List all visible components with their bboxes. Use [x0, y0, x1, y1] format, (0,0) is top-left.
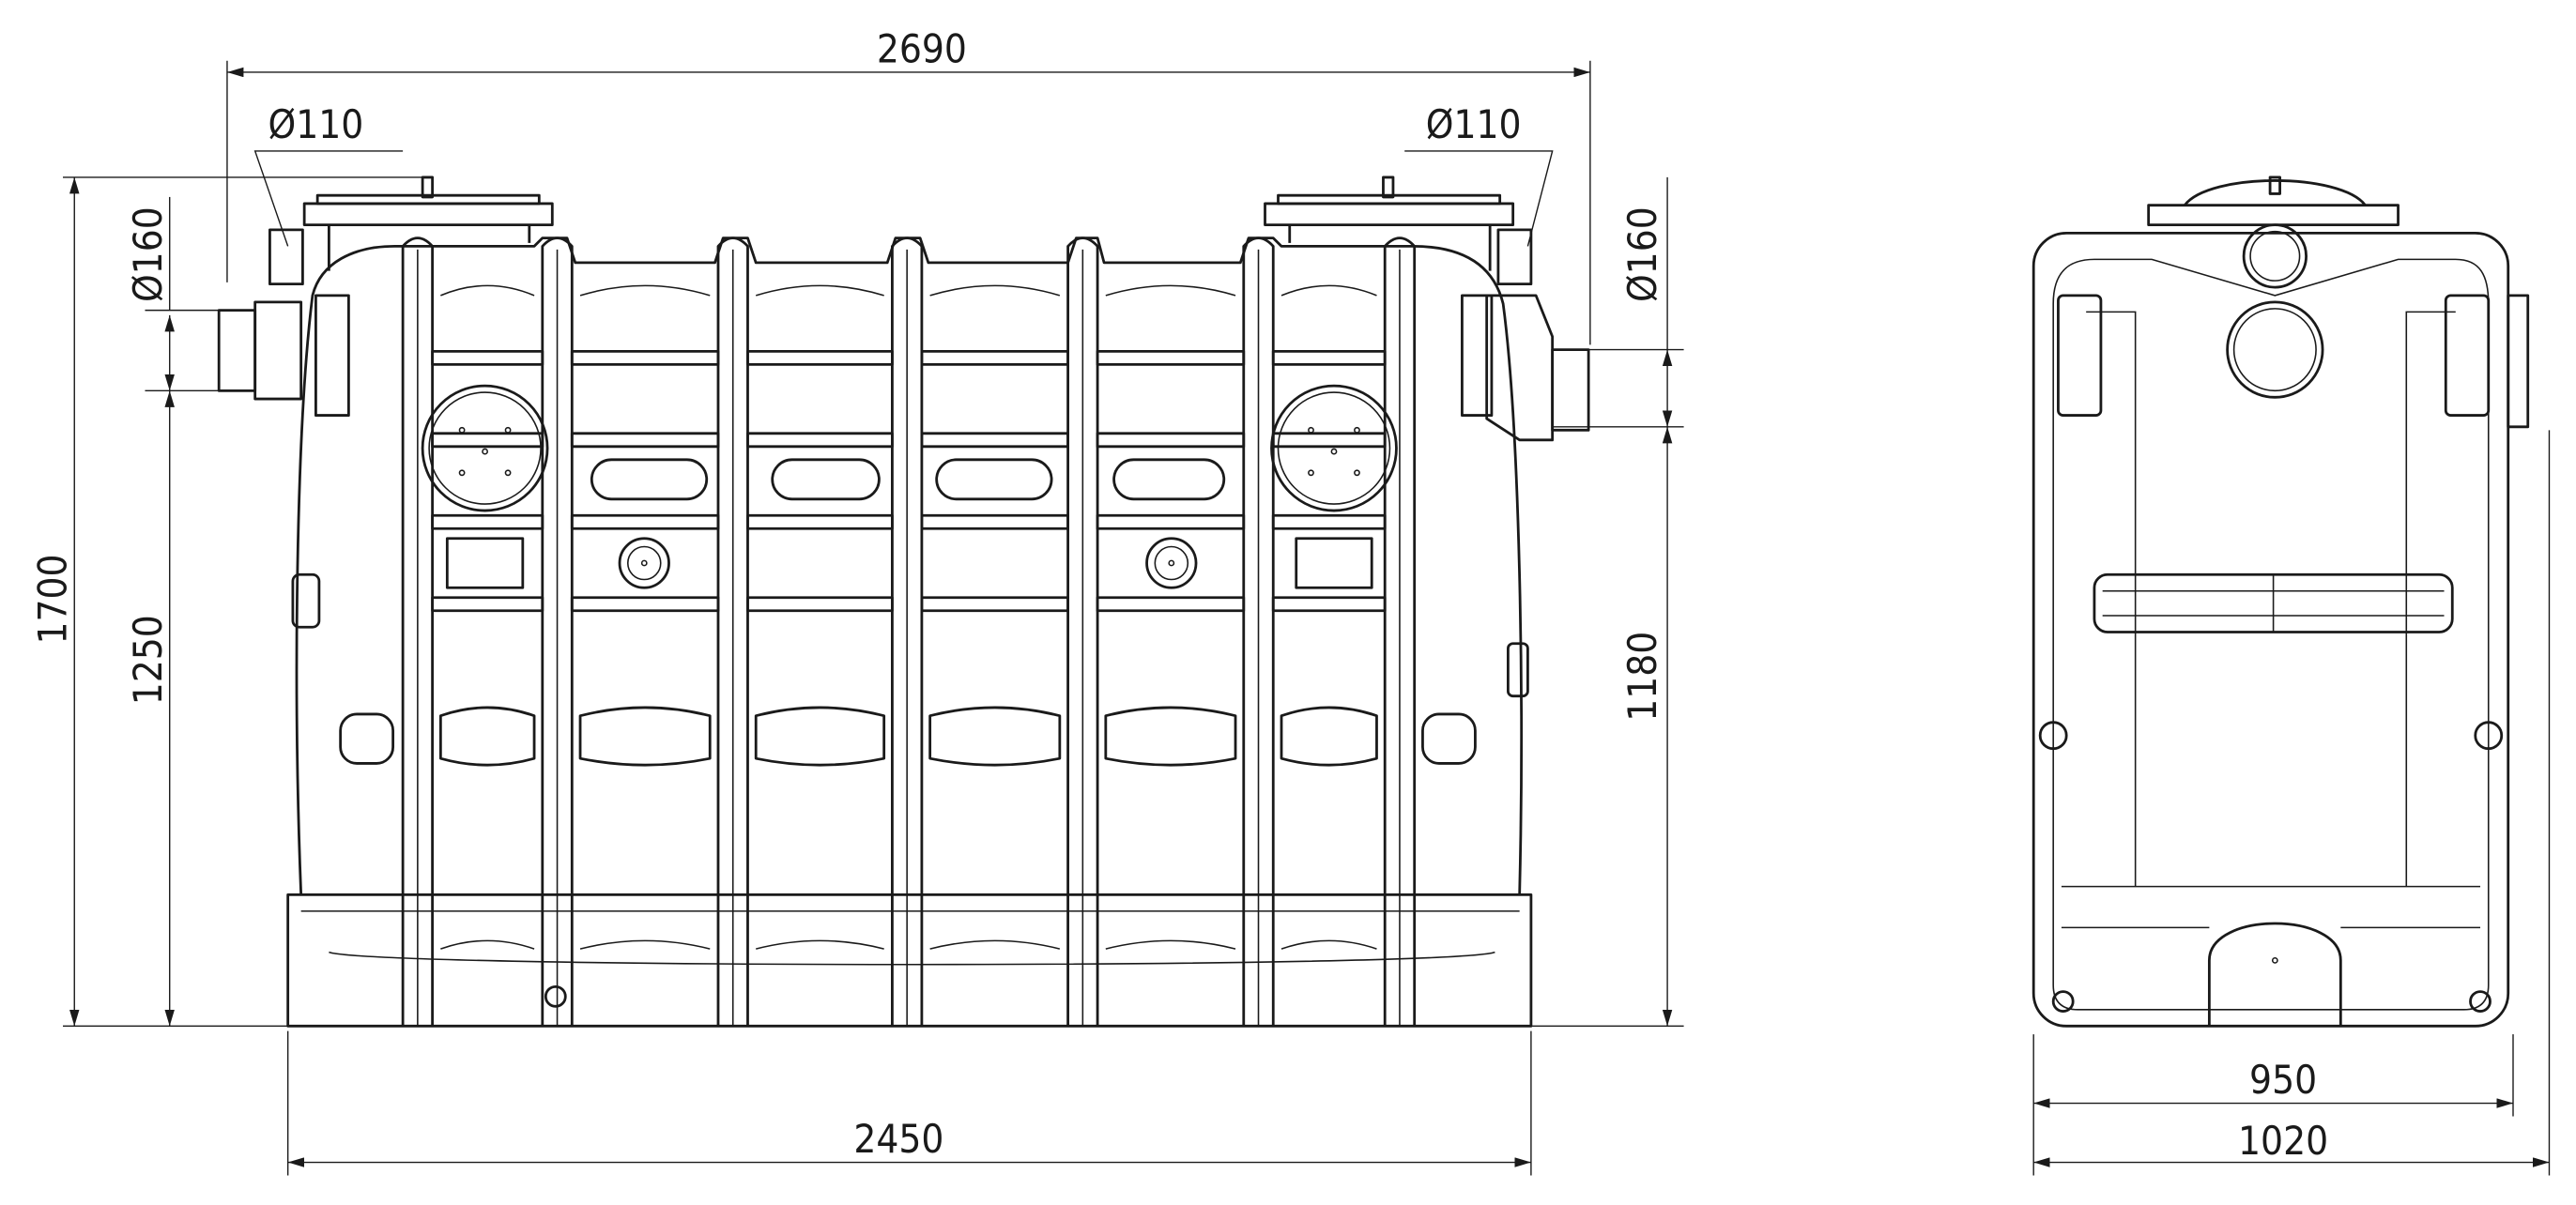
reinforcement-band	[431, 596, 544, 613]
reinforcement-band	[746, 513, 894, 530]
reinforcement-band	[1096, 596, 1246, 613]
reinforcement-handle	[578, 706, 712, 767]
right-manhole	[1270, 384, 1398, 589]
structural-rib	[716, 236, 749, 1027]
reinforcement-band	[920, 432, 1069, 449]
reinforcement-band	[570, 596, 720, 613]
dim-inlet-diameter: Ø110	[268, 101, 364, 147]
reinforcement-band	[1096, 432, 1246, 449]
right-lid	[1264, 175, 1515, 271]
end-view-tank	[2032, 175, 2530, 1028]
dim-body-width: 950	[2249, 1057, 2317, 1103]
panel-arc	[929, 939, 1061, 950]
reinforcement-band	[746, 349, 894, 366]
reinforcement-band	[1271, 596, 1387, 613]
reinforcement-handle	[1280, 706, 1378, 767]
dim-outlet-pipe: Ø160	[1619, 206, 1665, 302]
dim-outlet-height: 1180	[1619, 632, 1665, 722]
structural-rib	[1242, 236, 1275, 1027]
structural-rib	[1383, 236, 1417, 1027]
structural-rib	[541, 236, 574, 1027]
reinforcement-band	[746, 432, 894, 449]
left-lid	[302, 175, 554, 271]
inspection-ports	[544, 537, 1198, 1008]
slot-opening	[771, 458, 881, 501]
reinforcement-band	[746, 596, 894, 613]
reinforcement-handle	[1104, 706, 1237, 767]
end-bottom-sump	[2207, 922, 2342, 1027]
left-manhole	[421, 384, 549, 589]
end-inlet-port	[2226, 300, 2324, 399]
dim-overall-width: 1020	[2238, 1118, 2328, 1164]
slot-opening	[590, 458, 709, 501]
end-outlet-port	[2242, 223, 2308, 289]
dim-overall-length: 2690	[877, 25, 967, 71]
panel-arc	[440, 939, 535, 950]
end-body-outline	[2032, 232, 2510, 1028]
reinforcement-band	[920, 596, 1069, 613]
dim-outlet-diameter: Ø110	[1426, 101, 1522, 147]
slot-opening	[935, 458, 1053, 501]
reinforcement-band	[1271, 513, 1387, 530]
panel-arc	[1105, 284, 1236, 297]
reinforcement-handle	[438, 706, 536, 767]
structural-rib	[891, 236, 924, 1027]
panel-arc	[579, 939, 711, 950]
slot-opening	[1112, 458, 1226, 501]
panel-arc	[755, 284, 884, 297]
structural-rib	[401, 236, 435, 1027]
dim-total-height: 1700	[30, 554, 76, 644]
tank-body-outline	[295, 236, 1523, 895]
reinforcement-handle	[754, 706, 886, 767]
reinforcement-handle	[928, 706, 1062, 767]
left-inlet-pipes	[217, 228, 350, 417]
panel-arc	[1280, 284, 1377, 297]
dim-inlet-height: 1250	[125, 615, 171, 705]
reinforcement-band	[920, 513, 1069, 530]
dim-body-length: 2450	[853, 1116, 943, 1162]
side-handles	[291, 572, 1529, 765]
reinforcement-band	[570, 513, 720, 530]
reinforcement-band	[431, 432, 544, 449]
reinforcement-band	[570, 349, 720, 366]
side-view-tank	[217, 175, 1590, 1028]
end-lid-dome	[2184, 179, 2367, 206]
reinforcement-band	[1271, 349, 1387, 366]
right-outlet-pipes	[1461, 228, 1590, 442]
reinforcement-band	[920, 349, 1069, 366]
reinforcement-band	[570, 432, 720, 449]
reinforcement-band	[1096, 349, 1246, 366]
reinforcement-band	[1271, 432, 1387, 449]
panel-arc	[1105, 939, 1236, 950]
end-lid	[2147, 204, 2400, 227]
panel-arc	[756, 939, 884, 950]
dim-inlet-pipe: Ø160	[125, 206, 171, 302]
panel-arc	[929, 284, 1061, 297]
reinforcement-band	[431, 349, 544, 366]
base-inner-line	[300, 910, 1520, 966]
reinforcement-band	[1096, 513, 1246, 530]
dimension-lines	[63, 60, 2551, 1176]
reinforcement-band	[431, 513, 544, 530]
panel-arc	[440, 284, 535, 297]
panel-arc	[1280, 939, 1377, 950]
structural-rib	[1066, 236, 1099, 1027]
panel-arc	[579, 284, 711, 297]
